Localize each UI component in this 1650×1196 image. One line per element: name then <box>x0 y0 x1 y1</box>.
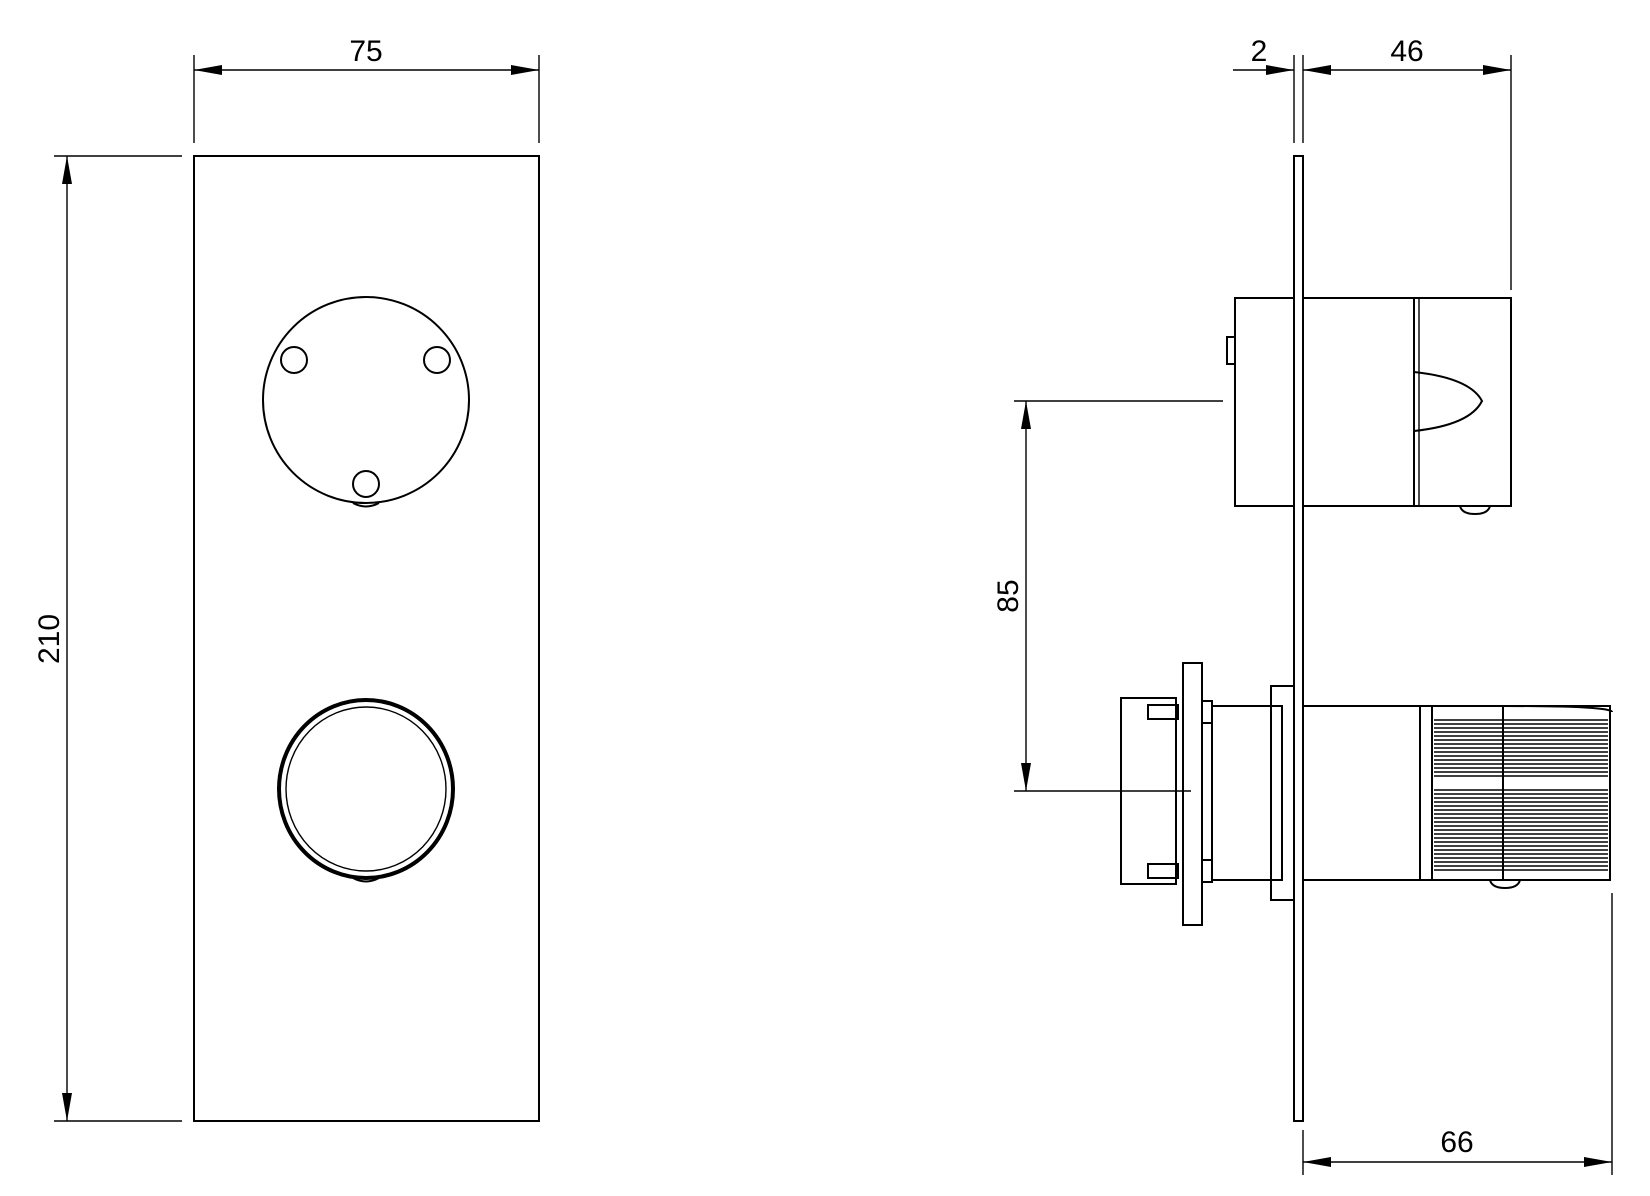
lower-knob-outer <box>277 698 455 880</box>
upper-knob <box>262 296 470 508</box>
axis-spacing-dimension: 85 <box>992 400 1223 792</box>
upper-handle-foot <box>1459 505 1491 516</box>
upper-handle-lever <box>1413 371 1484 432</box>
lower-knob-inner <box>285 706 447 872</box>
front-plate <box>193 155 540 1122</box>
upper-knob-hole-bottom <box>352 470 380 498</box>
axis-spacing-dimension-label: 85 <box>992 579 1025 612</box>
upper-assembly <box>1226 297 1512 516</box>
thickness-dimension-label: 2 <box>1251 35 1268 68</box>
thickness-dimension: 2 <box>1233 35 1304 143</box>
valve-body <box>1211 705 1283 881</box>
bolt-bottom-nut <box>1201 859 1213 883</box>
upper-projection-dimension: 46 <box>1303 35 1512 290</box>
height-dimension: 210 <box>33 155 182 1122</box>
width-dimension: 75 <box>193 35 540 143</box>
spindle-sleeve <box>1302 705 1421 881</box>
wall-rosette <box>1270 685 1295 901</box>
lower-knob <box>277 698 455 883</box>
height-dimension-label: 210 <box>33 614 66 664</box>
upper-knob-disc <box>262 296 470 504</box>
lower-handle-foot <box>1489 879 1521 890</box>
bolt-top <box>1147 704 1179 720</box>
lower-handle <box>1419 705 1613 890</box>
upper-knob-hole-left <box>280 346 308 374</box>
upper-knob-hole-right <box>423 346 451 374</box>
upper-knob-indicator <box>352 502 380 508</box>
lower-knob-indicator <box>352 877 380 883</box>
upper-projection-dimension-label: 46 <box>1390 35 1423 68</box>
width-dimension-label: 75 <box>349 35 382 68</box>
front-view: 75 210 <box>33 35 540 1122</box>
lower-handle-knurling <box>1434 719 1608 871</box>
lower-projection-dimension-label: 66 <box>1440 1126 1473 1159</box>
lower-projection-dimension: 66 <box>1302 893 1613 1175</box>
lower-handle-grip <box>1431 705 1611 881</box>
bolt-top-nut <box>1201 700 1213 724</box>
upper-body-tab <box>1226 336 1236 365</box>
mounting-flange <box>1182 662 1203 926</box>
upper-body <box>1234 297 1295 507</box>
upper-handle <box>1302 297 1512 507</box>
bolt-bottom <box>1147 863 1179 879</box>
lower-assembly <box>1120 662 1613 926</box>
side-view: 2 46 85 66 <box>992 35 1613 1175</box>
side-plate <box>1293 155 1304 1122</box>
